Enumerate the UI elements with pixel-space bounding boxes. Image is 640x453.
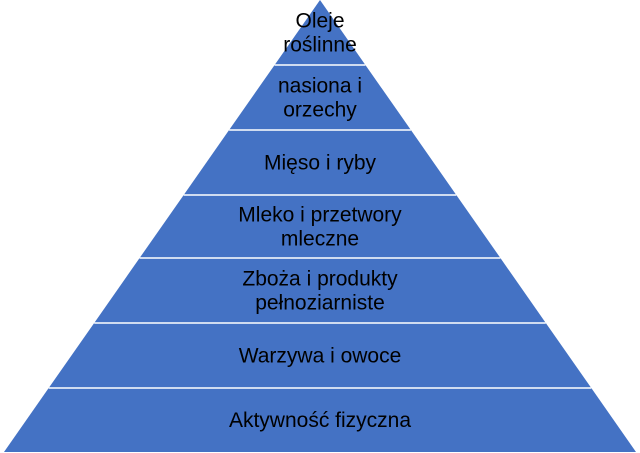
pyramid-level-2-label-line: orzechy xyxy=(283,98,357,121)
pyramid-level-4-label-line: Mleko i przetwory xyxy=(238,203,402,226)
pyramid-level-6-label-line: Warzywa i owoce xyxy=(239,344,402,367)
pyramid-level-4-label-line: mleczne xyxy=(281,227,359,250)
pyramid-level-7-label: Aktywność fizyczna xyxy=(229,409,411,432)
pyramid-bands xyxy=(4,0,636,452)
pyramid-level-3-label: Mięso i ryby xyxy=(264,151,377,174)
pyramid-level-4 xyxy=(139,195,501,258)
pyramid-level-7 xyxy=(4,388,636,452)
pyramid-level-5-label-line: pełnoziarniste xyxy=(255,291,385,314)
pyramid-level-6-label: Warzywa i owoce xyxy=(239,344,402,367)
pyramid-level-2 xyxy=(229,65,411,130)
pyramid-level-7-label-line: Aktywność fizyczna xyxy=(229,409,411,432)
pyramid-level-3-label-line: Mięso i ryby xyxy=(264,151,377,174)
pyramid-level-2-label-line: nasiona i xyxy=(278,74,362,97)
pyramid-level-1-label-line: Oleje xyxy=(295,9,344,32)
pyramid-dividers xyxy=(48,64,592,389)
pyramid-level-5-label-line: Zboża i produkty xyxy=(242,267,398,290)
pyramid-level-6 xyxy=(48,323,592,388)
pyramid-level-1 xyxy=(274,0,366,65)
pyramid-level-1-label-line: roślinne xyxy=(283,33,357,56)
pyramid-level-3 xyxy=(183,130,457,195)
pyramid-level-5 xyxy=(94,258,546,323)
